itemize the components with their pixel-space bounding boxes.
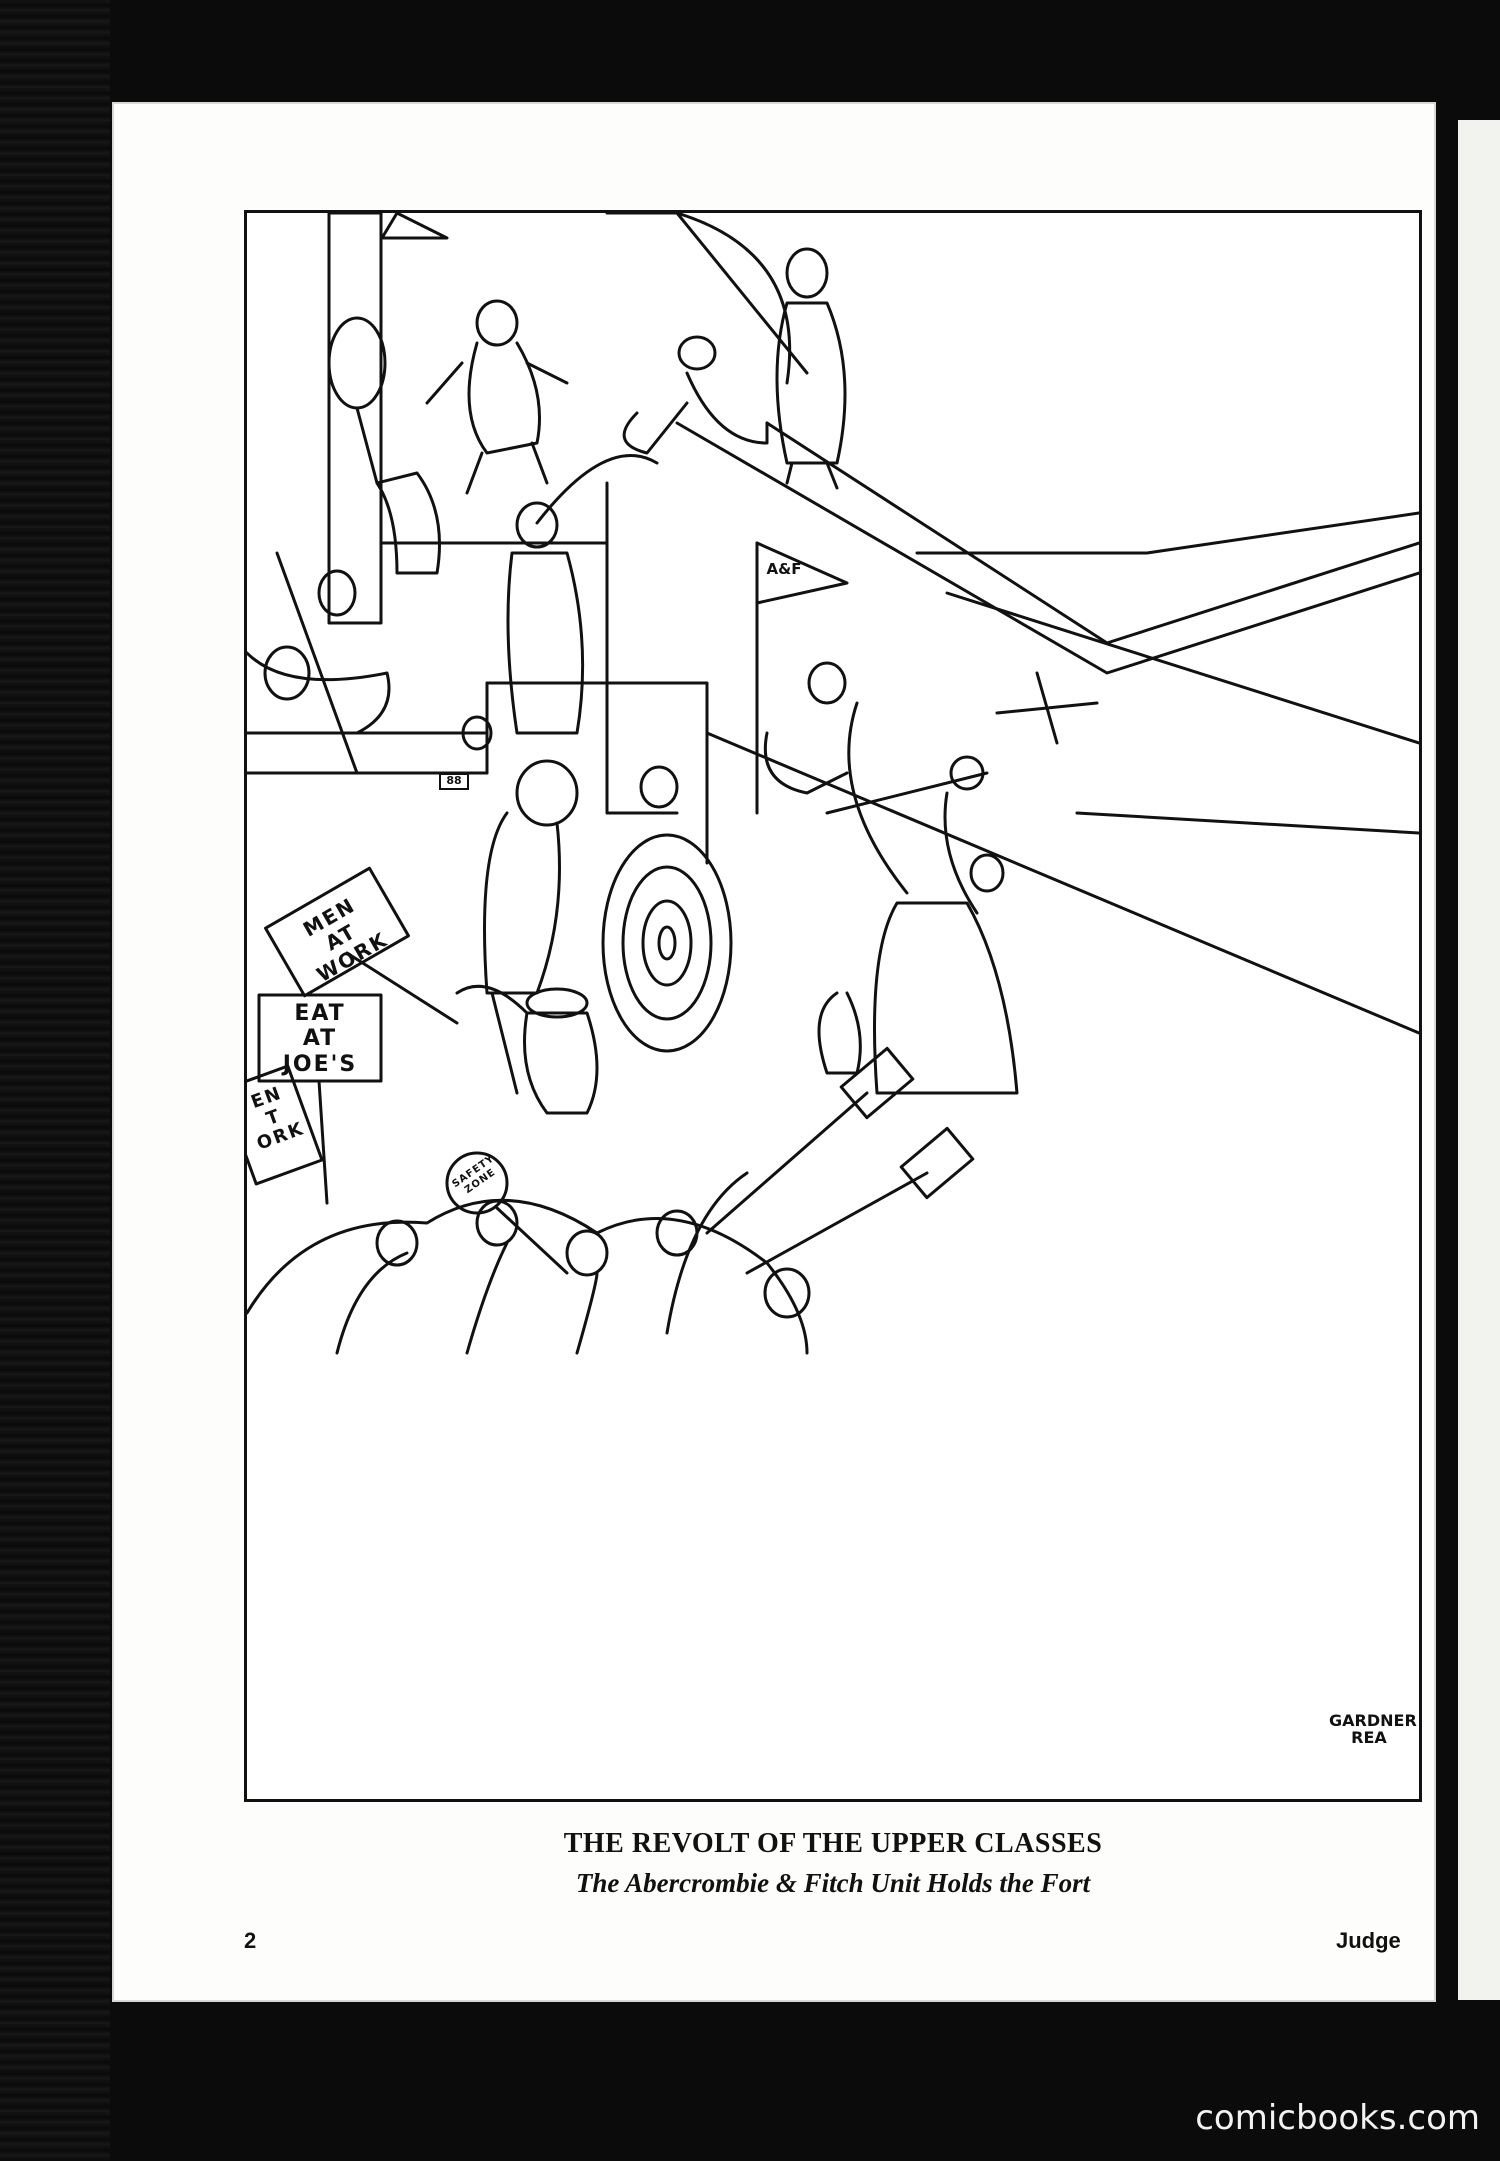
left-column (327, 213, 383, 625)
broom-head-2 (899, 1126, 975, 1200)
cartoon-title: THE REVOLT OF THE UPPER CLASSES (563, 1828, 1103, 1859)
pennant-flag (755, 541, 849, 605)
fruit-basket (763, 731, 849, 795)
partial-sign-board (247, 1064, 324, 1186)
butterfly-net (622, 401, 689, 455)
ceiling-lamp (380, 213, 449, 240)
crowd-outline (247, 1198, 809, 1355)
net-man-body (685, 371, 769, 445)
bow (847, 701, 909, 895)
arrow (825, 771, 989, 815)
eat-at-joes-sign: EAT AT JOE'S (282, 1001, 358, 1077)
archer-head (949, 755, 985, 791)
magazine-name: Judge (1336, 1928, 1401, 1953)
tennis-figure (375, 471, 441, 575)
fishing-man-head (785, 247, 829, 299)
leaping-man-body (467, 341, 541, 455)
toy-propeller (995, 671, 1099, 745)
cartoon-illustration: MEN AT WORK EAT AT JOE'S EN T ORK SAFETY… (244, 210, 1422, 1802)
broom-handle-1 (705, 1091, 869, 1235)
small-dog (817, 991, 862, 1075)
roof-edge (605, 213, 809, 375)
cartoon-subtitle: The Abercrombie & Fitch Unit Holds the F… (575, 1868, 1091, 1898)
watermark: comicbooks.com (1195, 2098, 1480, 2138)
woman-head (969, 853, 1005, 893)
safety-zone-sign (445, 1151, 509, 1215)
fishing-man-body (775, 301, 847, 465)
golf-club (535, 454, 659, 525)
ground-diagonal (705, 731, 1419, 1035)
tennis-racket (327, 316, 387, 410)
pickaxe-head (455, 984, 529, 1015)
fire-hydrant (523, 1011, 599, 1115)
woman-coat (873, 901, 1019, 1095)
broom-head-1 (839, 1046, 915, 1120)
men-at-work-sign-board (264, 866, 410, 998)
net-man-head (677, 335, 717, 371)
broom-handle-2 (745, 1171, 929, 1275)
fruit-man-head (807, 661, 847, 705)
scan-dark-border (0, 0, 110, 2161)
fishing-rod (675, 213, 792, 385)
artist-signature: GARDNER REA (1329, 1711, 1417, 1747)
fort-lower-wall (485, 681, 709, 865)
target-holder-head (639, 765, 679, 809)
upper-deck (915, 511, 1419, 555)
adjacent-page-edge (1458, 120, 1500, 2000)
fort-top-edge (675, 421, 1419, 675)
leaping-man-head (475, 299, 519, 347)
rowboat (247, 651, 391, 735)
ammo-box-label: 88 (439, 773, 469, 790)
baseball-man-body (483, 811, 561, 995)
baseball-man-head (515, 759, 579, 827)
golfer-head (515, 501, 559, 549)
fort-column (605, 481, 679, 815)
oar (275, 551, 359, 775)
pennant-text: A&F (766, 560, 802, 578)
page-number: 2 (244, 1928, 257, 1953)
archery-target (601, 833, 733, 1053)
golfer-body (506, 551, 585, 735)
